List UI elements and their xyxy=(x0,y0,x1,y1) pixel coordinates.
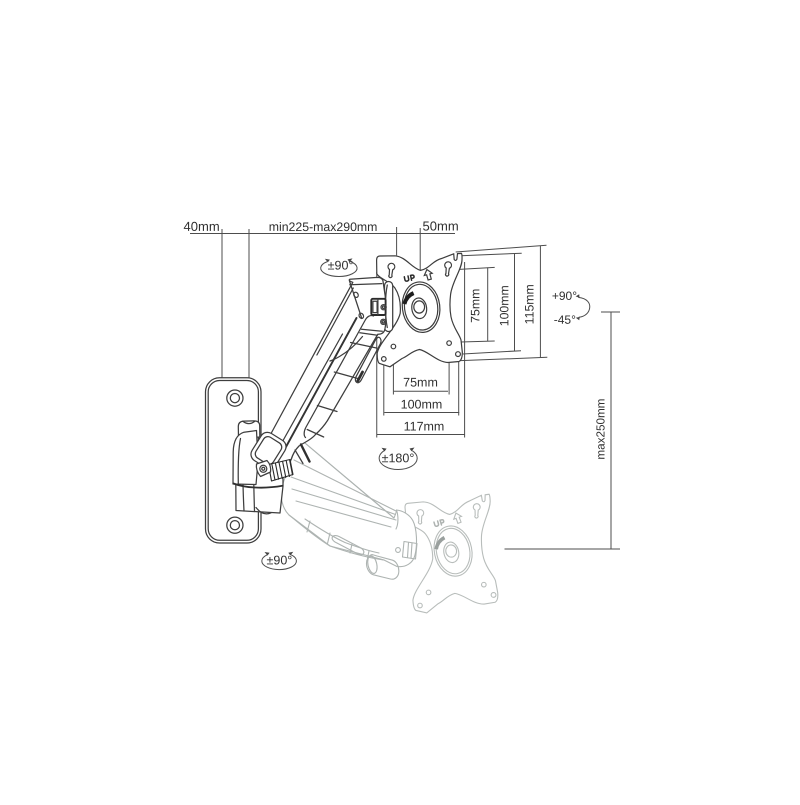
svg-text:±90°: ±90° xyxy=(328,258,354,272)
svg-text:100mm: 100mm xyxy=(401,398,443,412)
svg-text:max250mm: max250mm xyxy=(594,399,607,460)
svg-text:75mm: 75mm xyxy=(468,289,482,323)
svg-text:50mm: 50mm xyxy=(423,219,459,234)
svg-text:117mm: 117mm xyxy=(404,420,445,434)
svg-text:115mm: 115mm xyxy=(523,284,537,324)
svg-text:100mm: 100mm xyxy=(497,285,511,326)
svg-text:40mm: 40mm xyxy=(184,219,220,234)
svg-text:min225-max290mm: min225-max290mm xyxy=(269,220,378,234)
svg-text:75mm: 75mm xyxy=(403,376,438,390)
svg-text:-45°: -45° xyxy=(554,313,576,327)
svg-text:±90°: ±90° xyxy=(267,553,293,567)
svg-text:±180°: ±180° xyxy=(382,451,415,465)
svg-text:+90°: +90° xyxy=(552,289,577,303)
